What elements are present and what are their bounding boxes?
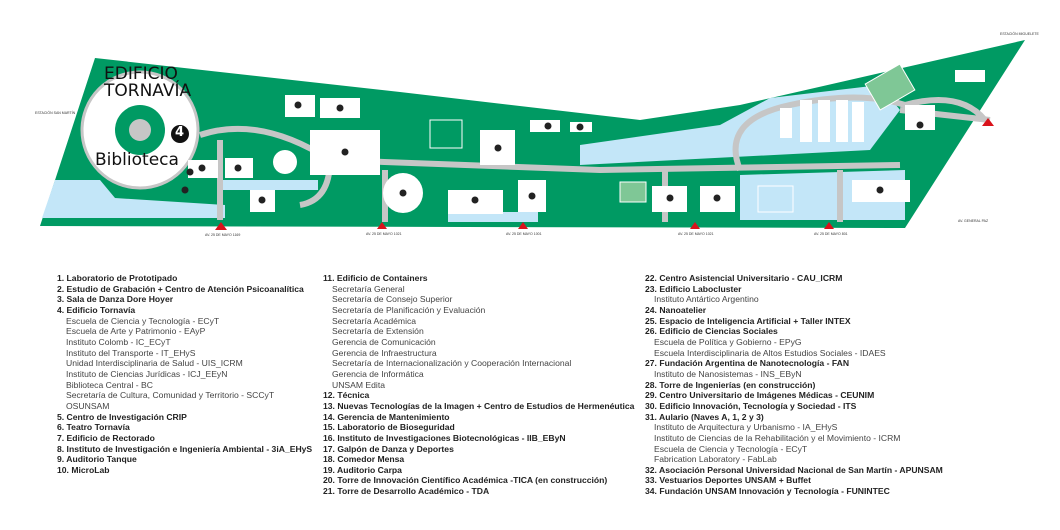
legend-item: 4. Edificio Tornavía [57, 304, 136, 315]
station-label: ESTACIÓN SAN MARTÍN [35, 111, 76, 115]
legend-item: 16. Instituto de Investigaciones Biotecn… [323, 432, 566, 443]
legend-subitem: Secretaría de Extensión [332, 326, 424, 337]
legend-item: 24. Nanoatelier [645, 304, 707, 315]
legend-item: 21. Torre de Desarrollo Académico - TDA [323, 486, 490, 497]
tornavia-center [129, 119, 151, 141]
street-label: AV. GENERAL PAZ [958, 219, 989, 223]
legend-subitem: Escuela de Política y Gobierno - EPyG [654, 336, 802, 347]
legend-subitem: Instituto de Arquitectura y Urbanismo - … [654, 422, 838, 433]
legend-subitem: Instituto Colomb - IC_ECyT [66, 336, 171, 347]
legend-item: 5. Centro de Investigación CRIP [57, 411, 187, 422]
legend-item: 7. Edificio de Rectorado [57, 432, 155, 443]
legend-subitem: Instituto de Nanosistemas - INS_EByN [654, 368, 802, 379]
legend-subitem: UNSAM Edita [332, 379, 386, 390]
legend-subitem: Instituto del Transporte - IT_EHyS [66, 347, 196, 358]
legend-item: 22. Centro Asistencial Universitario - C… [645, 273, 843, 283]
legend-subitem: Secretaría de Cultura, Comunidad y Terri… [66, 390, 275, 401]
legend-item: 27. Fundación Argentina de Nanotecnologí… [645, 358, 850, 369]
legend-item: 13. Nuevas Tecnologías de la Imagen + Ce… [323, 400, 635, 411]
legend-item: 20. Torre de Innovación Científico Acadé… [323, 475, 608, 486]
legend-item: 30. Edificio Innovación, Tecnología y So… [645, 400, 857, 411]
legend-item: 8. Instituto de Investigación e Ingenier… [57, 443, 313, 454]
legend-item: 29. Centro Universitario de Imágenes Méd… [645, 390, 875, 401]
legend-subitem: Escuela de Ciencia y Tecnología - ECyT [66, 315, 220, 326]
legend-item: 31. Aulario (Naves A, 1, 2 y 3) [645, 411, 764, 422]
soccer-field[interactable] [864, 63, 916, 111]
callout-title-line: TORNAVÍA [104, 81, 192, 101]
legend-item: 17. Galpón de Danza y Deportes [323, 443, 454, 454]
legend-item: 11. Edificio de Containers [323, 273, 428, 283]
legend-item: 25. Espacio de Inteligencia Artificial +… [645, 315, 851, 326]
legend-item: 34. Fundación UNSAM Innovación y Tecnolo… [645, 486, 890, 497]
water-strip [218, 180, 318, 190]
legend-subitem: Instituto de Ciencias de la Rehabilitaci… [654, 432, 901, 443]
legend-item: 15. Laboratorio de Bioseguridad [323, 422, 455, 433]
legend-item: 3. Sala de Danza Dore Hoyer [57, 294, 174, 305]
legend-item: 14. Gerencia de Mantenimiento [323, 411, 450, 422]
station-label: ESTACIÓN MIGUELETE [1000, 32, 1039, 36]
legend-item: 26. Edificio de Ciencias Sociales [645, 326, 778, 337]
soccer-field[interactable] [619, 181, 647, 203]
legend-subitem: Gerencia de Comunicación [332, 336, 436, 347]
legend-subitem: Instituto de Ciencias Jurídicas - ICJ_EE… [66, 368, 228, 379]
legend-subitem: Fabrication Laboratory - FabLab [654, 454, 777, 465]
legend-subitem: Escuela Interdisciplinaria de Altos Estu… [654, 347, 886, 358]
callout-title-line: EDIFICIO [104, 64, 178, 84]
legend-subitem: Secretaría de Internacionalización y Coo… [332, 358, 572, 369]
callout-number-badge [171, 125, 189, 143]
legend-item: 33. Vestuarios Deportes UNSAM + Buffet [645, 475, 811, 486]
legend-subitem: OSUNSAM [66, 400, 110, 411]
legend-item: 32. Asociación Personal Universidad Naci… [645, 464, 943, 475]
legend-item: 23. Edificio Labocluster [645, 283, 742, 294]
legend-item: 1. Laboratorio de Prototipado [57, 273, 178, 283]
callout-number: 4 [175, 125, 185, 140]
legend-subitem: Unidad Interdisciplinaria de Salud - UIS… [66, 358, 243, 369]
campus-map[interactable] [0, 0, 1060, 260]
legend-column: 22. Centro Asistencial Universitario - C… [645, 273, 943, 497]
street-label: AV. 25 DE MAYO 801 [814, 232, 848, 236]
building-markers [181, 101, 924, 204]
legend-subitem: Instituto Antártico Argentino [654, 294, 759, 305]
legend-subitem: Escuela de Ciencia y Tecnología - ECyT [654, 443, 808, 454]
legend-subitem: Secretaría General [332, 283, 405, 294]
legend-subitem: Gerencia de Infraestructura [332, 347, 437, 358]
street-label: AV. 25 DE MAYO 1021 [678, 232, 714, 236]
legend-item: 28. Torre de Ingenierías (en construcció… [645, 379, 816, 390]
legend-item: 6. Teatro Tornavía [57, 422, 130, 433]
entrance-markers [215, 118, 994, 230]
legend-subitem: Secretaría de Planificación y Evaluación [332, 304, 486, 315]
street-label: AV. 25 DE MAYO 1001 [506, 232, 542, 236]
legend-item: 9. Auditorio Tanque [57, 454, 137, 465]
legend-subitem: Gerencia de Informática [332, 368, 424, 379]
water-strip [448, 212, 538, 222]
street-label: AV. 25 DE MAYO 1169 [205, 233, 241, 237]
legend-item: 19. Auditorio Carpa [323, 464, 402, 475]
legend-subitem: Biblioteca Central - BC [66, 379, 153, 390]
street-label: AV. 25 DE MAYO 1021 [366, 232, 402, 236]
legend-item: 10. MicroLab [57, 464, 110, 475]
legend-item: 12. Técnica [323, 390, 370, 401]
legend-item: 2. Estudio de Grabación + Centro de Aten… [57, 283, 304, 294]
water-area-west [42, 180, 225, 218]
callout-subtitle: Biblioteca [95, 150, 179, 170]
legend-item: 18. Comedor Mensa [323, 454, 405, 465]
legend-subitem: Escuela de Arte y Patrimonio - EAyP [66, 326, 206, 337]
legend-subitem: Secretaría Académica [332, 315, 417, 326]
legend-subitem: Secretaría de Consejo Superior [332, 294, 453, 305]
callout-title: EDIFICIO TORNAVÍA [104, 66, 191, 100]
